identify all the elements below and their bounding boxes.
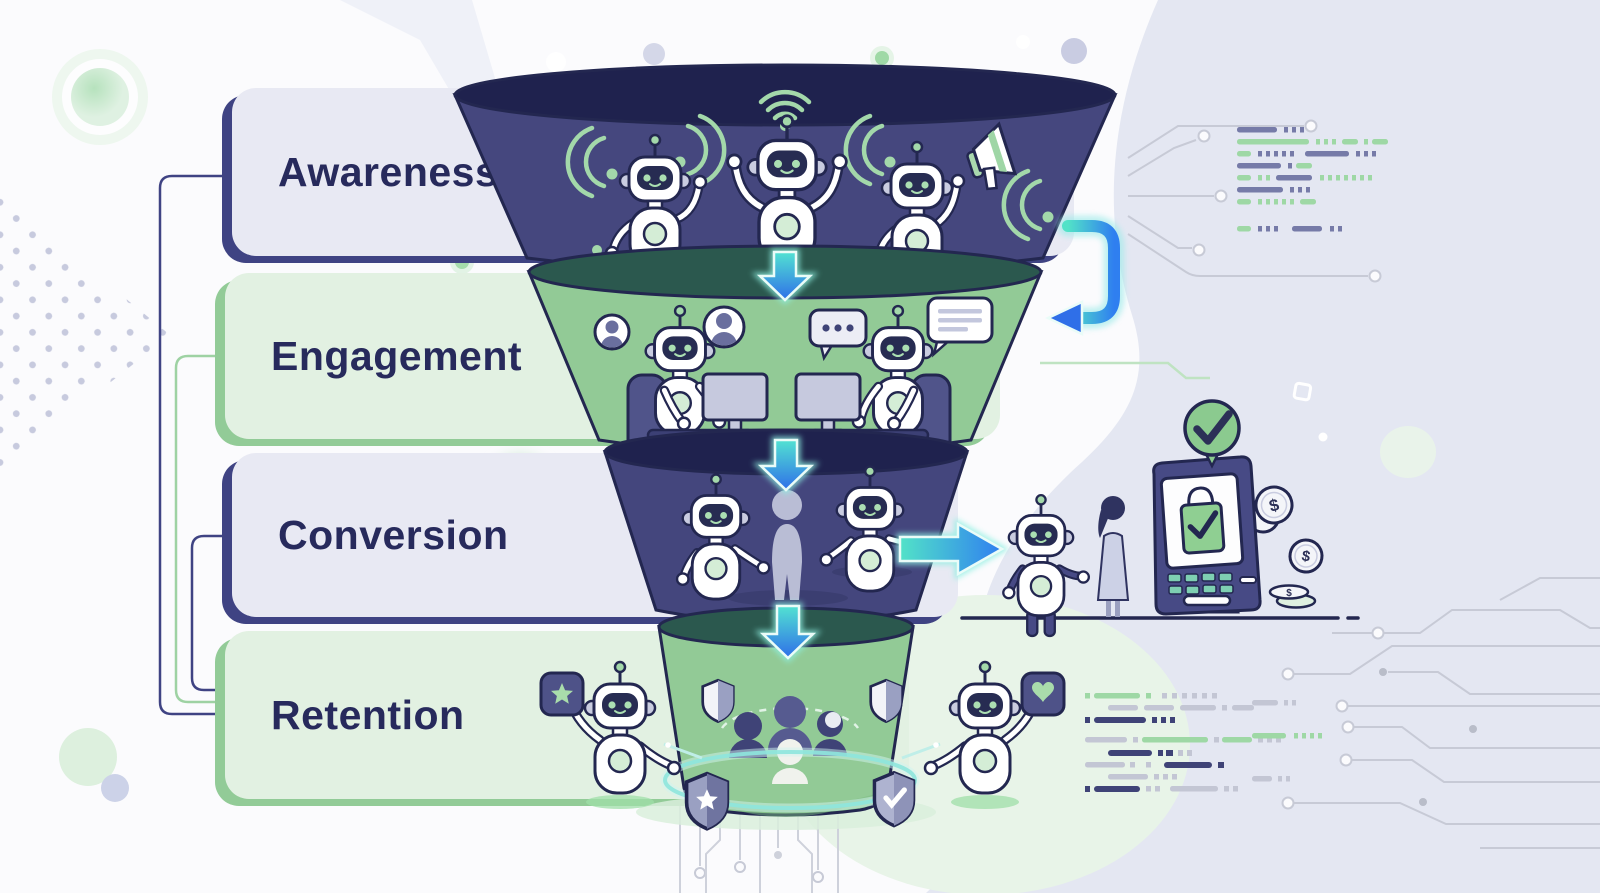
checkout-scene: $ $ $: [960, 399, 1360, 638]
coin-icon: [1245, 498, 1281, 534]
kiosk-keypad: [1167, 572, 1234, 595]
stage-card-conversion: Conversion: [232, 453, 958, 617]
coin-icon: $: [1288, 538, 1324, 574]
coins: $ $ $: [1254, 485, 1324, 609]
stage-label-retention: Retention: [271, 691, 465, 738]
beam-dot: [933, 742, 939, 748]
engagement-side-trace: [1040, 361, 1210, 380]
coin-stack-icon: $: [1268, 584, 1317, 609]
svg-text:$: $: [1286, 588, 1292, 599]
connector-engagement: [174, 354, 232, 704]
customer-woman: [1096, 496, 1130, 617]
dot-grid-decoration: [0, 195, 170, 470]
ring-circle-decoration: [52, 49, 148, 145]
soft-green-blob-small: [1380, 426, 1436, 478]
stage-card-engagement: Engagement: [225, 273, 1000, 439]
bucket-ground-glow: [636, 794, 936, 830]
circuit-below-bucket: [679, 806, 839, 893]
retention-robot-right: [923, 660, 1045, 795]
stage-card-awareness: Awareness: [232, 88, 1074, 256]
stage-card-retention: Retention: [225, 631, 909, 799]
checkout-kiosk: [1152, 455, 1262, 616]
stage-label-engagement: Engagement: [271, 332, 523, 379]
data-bars-bottom: [1085, 693, 1322, 792]
data-bars-top-right: [1237, 127, 1388, 232]
stage-label-conversion: Conversion: [278, 511, 509, 558]
robot-glow: [951, 795, 1019, 809]
connector-brackets: [158, 174, 234, 716]
circuit-top-right: [1127, 119, 1382, 283]
success-check-balloon: [1183, 399, 1241, 469]
badge-heart-icon: [1020, 671, 1066, 717]
kiosk-slot: [1182, 594, 1232, 607]
svg-text:$: $: [1267, 495, 1281, 516]
svg-text:$: $: [1300, 547, 1312, 565]
bottom-left-circles: [59, 728, 129, 802]
circuit-bottom-right: [1281, 577, 1600, 849]
connector-awareness: [158, 174, 234, 716]
shopping-bag-icon: [1179, 501, 1226, 555]
stage-label-awareness: Awareness: [278, 148, 499, 195]
checkout-robot: [1002, 493, 1090, 638]
coin-icon: $: [1254, 485, 1294, 525]
